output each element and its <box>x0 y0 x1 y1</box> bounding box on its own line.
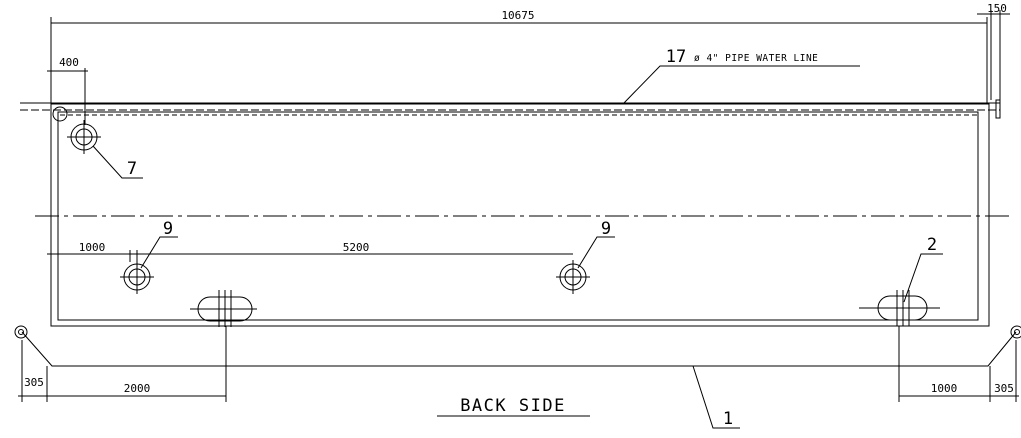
right-lug <box>1010 325 1021 339</box>
callout-2: 2 <box>927 235 937 255</box>
hole-9-left <box>120 260 154 294</box>
main-frame <box>20 102 1000 327</box>
pipe-end-cap <box>995 99 1001 119</box>
pipe-end-circle <box>52 106 68 122</box>
drawing-title: BACK SIDE <box>460 396 566 416</box>
dim-305-right: 305 <box>994 382 1014 395</box>
dim-305-left: 305 <box>24 376 44 389</box>
slot-right <box>859 290 940 326</box>
callout-17: 17 <box>666 47 686 67</box>
dim-2000: 2000 <box>124 382 151 395</box>
hole-7 <box>67 120 101 154</box>
callout-7: 7 <box>127 159 137 179</box>
left-lug <box>14 325 28 339</box>
dim-5200: 5200 <box>343 241 370 254</box>
dim-400: 400 <box>59 56 79 69</box>
leader-lines <box>92 65 943 429</box>
dim-150: 150 <box>987 2 1007 15</box>
dim-10675: 10675 <box>501 9 534 22</box>
hole-9-right <box>556 260 590 294</box>
base-beam <box>21 325 1017 367</box>
dimension-lines <box>18 10 1019 402</box>
callout-9-right: 9 <box>601 219 611 239</box>
water-line-label: ø 4" PIPE WATER LINE <box>694 53 818 64</box>
dim-1000-lower: 1000 <box>931 382 958 395</box>
slot-left <box>190 290 257 327</box>
callout-1: 1 <box>723 409 733 429</box>
callout-9-left: 9 <box>163 219 173 239</box>
dim-1000-upper: 1000 <box>79 241 106 254</box>
